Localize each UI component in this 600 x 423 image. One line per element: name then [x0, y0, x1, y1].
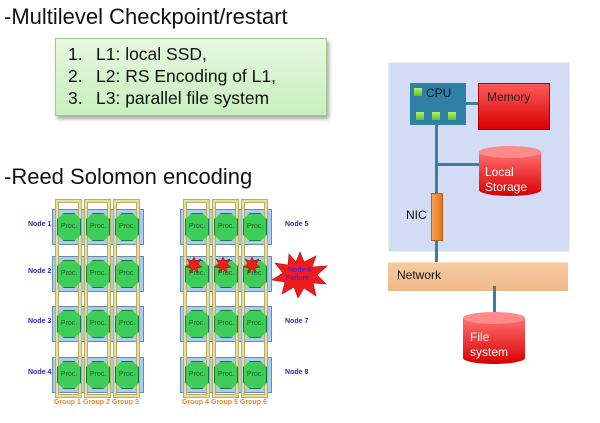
group-frame: [242, 200, 267, 397]
proc-chip: Proc.: [185, 310, 209, 338]
checkpoint-heading: -Multilevel Checkpoint/restart: [4, 4, 288, 29]
node-label: Node 3: [28, 318, 52, 325]
proc-chip: Proc.: [57, 361, 81, 389]
group-label: Group 1: [54, 399, 81, 406]
local-storage-cylinder: Local Storage: [478, 145, 542, 197]
level-number: 2.: [68, 66, 83, 86]
proc-chip: Proc.: [243, 361, 267, 389]
proc-chip: Proc.: [57, 260, 81, 288]
node-label: Node 8: [285, 369, 309, 376]
network-fs-link: [493, 286, 496, 316]
proc-chip: Proc.: [115, 361, 139, 389]
network-label: Network: [397, 268, 442, 282]
proc-chip: Proc.: [243, 310, 267, 338]
nic-block: [431, 193, 443, 241]
group-frame: [56, 200, 81, 397]
group-frame: [213, 200, 238, 397]
nic-network-link: [435, 240, 438, 262]
checkpoint-level-item: 3. L3: parallel file system: [68, 87, 326, 109]
cpu-core-icon: [414, 88, 422, 96]
cpu-core-icon: [416, 112, 424, 120]
proc-chip: Proc.: [86, 361, 110, 389]
group-label: Group 6: [240, 399, 267, 406]
checkpoint-level-item: 2. L2: RS Encoding of L1,: [68, 65, 326, 87]
network-bar: Network: [388, 262, 568, 291]
level-number: 3.: [68, 88, 83, 108]
file-system-cylinder: File system: [462, 311, 526, 365]
node-label: Node 5: [285, 221, 309, 228]
failure-label-node: Node 6: [288, 267, 312, 274]
failure-burst-icon: [215, 257, 231, 273]
cylinder-icon: [479, 146, 541, 196]
cpu-bus-line: [435, 125, 438, 193]
node-failure-burst-icon: [272, 252, 328, 298]
node-label: Node 4: [28, 369, 52, 376]
cylinder-icon: [463, 312, 525, 364]
proc-chip: Proc.: [86, 260, 110, 288]
proc-chip: Proc.: [185, 213, 209, 241]
group-label: Group 2: [83, 399, 110, 406]
proc-chip: Proc.: [243, 213, 267, 241]
checkpoint-level-item: 1. L1: local SSD,: [68, 43, 326, 65]
bus-storage-link: [435, 163, 480, 166]
cpu-memory-link: [466, 102, 478, 105]
file-system-label-2: system: [470, 345, 509, 359]
proc-chip: Proc.: [115, 310, 139, 338]
nic-label: NIC: [406, 208, 427, 222]
proc-chip: Proc.: [57, 310, 81, 338]
level-text: L3: parallel file system: [96, 88, 270, 108]
group-frame: [114, 200, 139, 397]
group-frame: [184, 200, 209, 397]
cpu-core-icon: [448, 112, 456, 120]
level-number: 1.: [68, 44, 83, 64]
group-frame: [85, 200, 110, 397]
group-label: Group 4: [182, 399, 209, 406]
checkpoint-levels-box: 1. L1: local SSD, 2. L2: RS Encoding of L1,…: [55, 38, 327, 116]
failure-label-text: Failure: [286, 275, 309, 282]
proc-chip: Proc.: [57, 213, 81, 241]
memory-label: Memory: [487, 90, 531, 104]
proc-chip: Proc.: [214, 310, 238, 338]
failure-burst-icon: [244, 257, 260, 273]
local-storage-label-1: Local: [485, 165, 514, 179]
proc-chip: Proc.: [115, 213, 139, 241]
reed-solomon-heading: -Reed Solomon encoding: [4, 164, 253, 189]
group-label: Group 5: [211, 399, 238, 406]
proc-chip: Proc.: [185, 361, 209, 389]
cpu-block: CPU: [410, 83, 466, 125]
proc-chip: Proc.: [214, 361, 238, 389]
proc-chip: Proc.: [86, 213, 110, 241]
group-label: Group 3: [112, 399, 139, 406]
memory-block: Memory: [478, 83, 550, 130]
cpu-core-icon: [432, 112, 440, 120]
level-text: L1: local SSD,: [96, 44, 207, 64]
proc-chip: Proc.: [86, 310, 110, 338]
failure-burst-icon: [186, 257, 202, 273]
node-label: Node 2: [28, 268, 52, 275]
level-text: L2: RS Encoding of L1,: [96, 66, 276, 86]
file-system-label-1: File: [470, 330, 490, 344]
node-label: Node 1: [28, 221, 52, 228]
cpu-label: CPU: [426, 86, 452, 100]
checkpoint-levels-list: 1. L1: local SSD, 2. L2: RS Encoding of L1,…: [56, 39, 326, 109]
proc-chip: Proc.: [214, 213, 238, 241]
node-label: Node 7: [285, 318, 309, 325]
proc-chip: Proc.: [115, 260, 139, 288]
local-storage-label-2: Storage: [485, 180, 528, 194]
